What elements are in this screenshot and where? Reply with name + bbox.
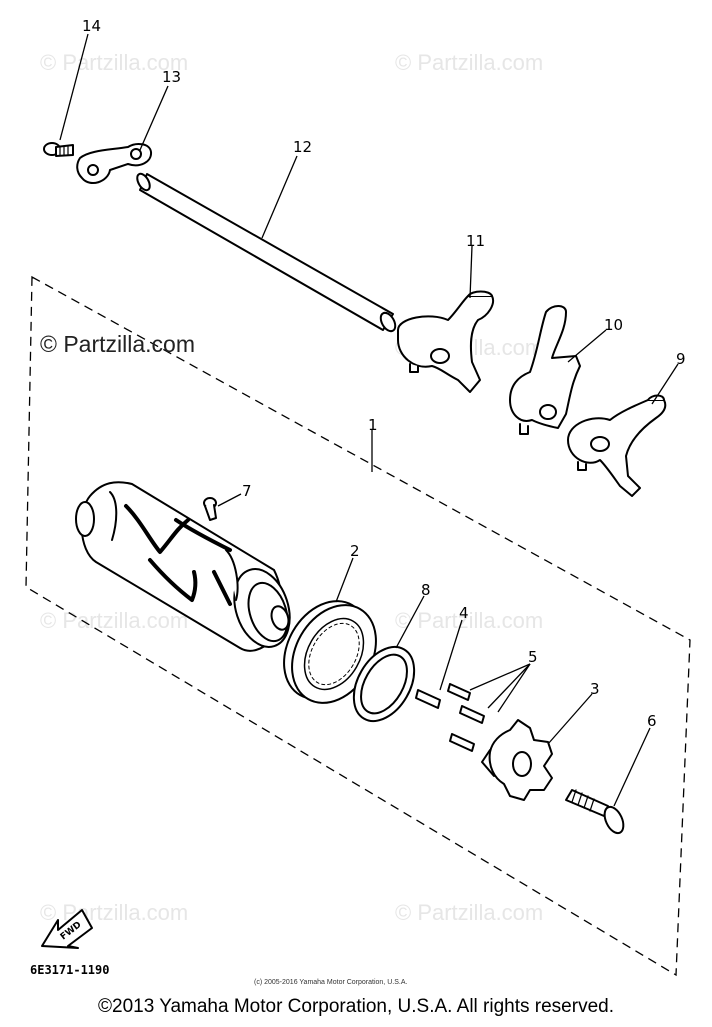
part-pin-4 <box>415 689 441 709</box>
part-shift-fork-10 <box>509 305 581 435</box>
part-circlip-8 <box>352 646 416 722</box>
callout-13: 13 <box>162 68 181 86</box>
part-segment-3 <box>481 719 553 801</box>
fwd-arrow-icon <box>41 909 93 949</box>
diagram-code: 6E3171-1190 <box>30 963 109 977</box>
callout-3: 3 <box>590 680 600 698</box>
callout-11: 11 <box>466 232 485 250</box>
faint-watermarks: © Partzilla.com © Partzilla.com © Partzi… <box>40 50 543 925</box>
part-bearing-2 <box>283 600 377 704</box>
callout-12: 12 <box>293 138 312 156</box>
watermark-faint: © Partzilla.com <box>40 50 188 75</box>
part-pin-7 <box>203 497 217 521</box>
watermark-faint: © Partzilla.com <box>40 900 188 925</box>
part-stopper-lever-13 <box>76 143 153 185</box>
watermark-faint: © Partzilla.com <box>395 608 543 633</box>
copyright-notice: ©2013 Yamaha Motor Corporation, U.S.A. A… <box>98 996 614 1017</box>
watermark-main: © Partzilla.com <box>40 331 195 357</box>
small-copyright: (c) 2005-2016 Yamaha Motor Corporation, … <box>254 979 407 986</box>
callout-2: 2 <box>350 542 360 560</box>
assembly-boundary <box>25 275 691 977</box>
callout-7: 7 <box>242 482 252 500</box>
part-shift-fork-11 <box>397 290 494 393</box>
callout-1: 1 <box>368 416 378 434</box>
callout-14: 14 <box>82 17 101 35</box>
part-shaft-12 <box>136 172 397 333</box>
callout-8: 8 <box>421 581 431 599</box>
callout-4: 4 <box>459 604 469 622</box>
watermark-faint: © Partzilla.com <box>395 50 543 75</box>
part-screw-14 <box>43 142 74 157</box>
part-shift-fork-9 <box>567 394 667 497</box>
part-shift-cam-1 <box>75 481 291 652</box>
part-pins-5 <box>447 683 485 752</box>
callout-5: 5 <box>528 648 538 666</box>
callout-labels: 14 13 12 11 10 9 1 7 2 8 4 5 3 6 <box>82 17 686 730</box>
callout-9: 9 <box>676 350 686 368</box>
watermark-faint: © Partzilla.com <box>40 608 188 633</box>
part-bolt-6 <box>565 789 625 835</box>
callout-6: 6 <box>647 712 657 730</box>
callout-10: 10 <box>604 316 623 334</box>
watermark-faint: © Partzilla.com <box>395 900 543 925</box>
